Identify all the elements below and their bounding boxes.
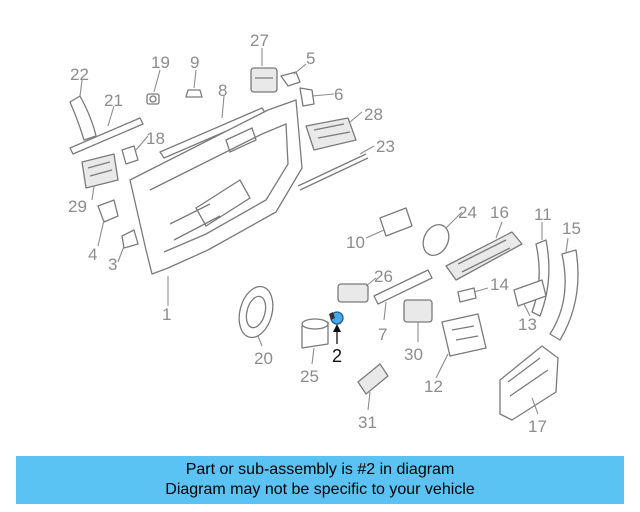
label-part-14[interactable]: 14 bbox=[490, 275, 509, 294]
part-24-shape bbox=[422, 223, 450, 257]
label-part-4[interactable]: 4 bbox=[88, 245, 97, 264]
label-part-5[interactable]: 5 bbox=[306, 49, 315, 68]
info-banner: Part or sub-assembly is #2 in diagram Di… bbox=[16, 456, 624, 504]
part-12-shape bbox=[441, 313, 487, 357]
label-part-25[interactable]: 25 bbox=[300, 367, 319, 386]
label-part-26[interactable]: 26 bbox=[374, 267, 393, 286]
part-25-shape bbox=[301, 318, 329, 349]
part-26-shape bbox=[337, 283, 369, 303]
part-29-shape bbox=[81, 153, 119, 189]
part-10-shape bbox=[379, 207, 413, 237]
parts-diagram: 22 21 19 9 27 5 8 6 28 18 23 29 4 3 1 24… bbox=[68, 31, 581, 436]
label-part-17[interactable]: 17 bbox=[528, 417, 547, 436]
label-part-15[interactable]: 15 bbox=[562, 219, 581, 238]
label-part-2-highlighted[interactable]: 2 bbox=[332, 346, 342, 366]
label-part-24[interactable]: 24 bbox=[458, 203, 477, 222]
label-part-9[interactable]: 9 bbox=[190, 53, 199, 72]
part-31-shape bbox=[357, 363, 389, 395]
label-part-31[interactable]: 31 bbox=[358, 413, 377, 432]
label-part-27[interactable]: 27 bbox=[250, 31, 269, 50]
label-part-21[interactable]: 21 bbox=[104, 91, 123, 110]
part-6-shape bbox=[299, 87, 315, 107]
label-part-30[interactable]: 30 bbox=[404, 345, 423, 364]
banner-line-disclaimer: Diagram may not be specific to your vehi… bbox=[165, 481, 475, 498]
label-part-6[interactable]: 6 bbox=[334, 85, 343, 104]
part-30-shape bbox=[403, 299, 433, 323]
label-part-23[interactable]: 23 bbox=[376, 137, 395, 156]
part-22-shape bbox=[69, 95, 97, 141]
label-part-10[interactable]: 10 bbox=[346, 233, 365, 252]
part-17-shape bbox=[499, 345, 559, 421]
part-11-shape bbox=[531, 239, 550, 317]
part-9-shape bbox=[185, 89, 203, 98]
part-labels: 22 21 19 9 27 5 8 6 28 18 23 29 4 3 1 24… bbox=[68, 31, 581, 436]
part-1-shape bbox=[129, 99, 303, 275]
part-13-shape bbox=[513, 279, 547, 307]
part-2-shape bbox=[329, 311, 344, 325]
label-part-19[interactable]: 19 bbox=[151, 53, 170, 72]
part-19-shape bbox=[146, 93, 160, 105]
part-28-shape bbox=[305, 117, 357, 151]
part-20-shape bbox=[238, 285, 274, 339]
part-3-shape bbox=[121, 229, 139, 249]
label-part-12[interactable]: 12 bbox=[424, 377, 443, 396]
part-21-shape bbox=[69, 117, 144, 155]
part-18-shape bbox=[121, 145, 139, 165]
part-27-shape bbox=[250, 67, 278, 93]
label-part-22[interactable]: 22 bbox=[70, 65, 89, 84]
label-part-1[interactable]: 1 bbox=[162, 305, 171, 324]
label-part-13[interactable]: 13 bbox=[518, 315, 537, 334]
part-5-shape bbox=[280, 71, 301, 87]
banner-line-part-info: Part or sub-assembly is #2 in diagram bbox=[185, 461, 455, 478]
part-16-shape bbox=[445, 231, 523, 281]
part-23-shape bbox=[297, 153, 369, 191]
part-4-shape bbox=[97, 199, 119, 223]
label-part-8[interactable]: 8 bbox=[218, 81, 227, 100]
label-part-7[interactable]: 7 bbox=[378, 325, 387, 344]
label-part-28[interactable]: 28 bbox=[364, 105, 383, 124]
label-part-18[interactable]: 18 bbox=[146, 129, 165, 148]
label-part-11[interactable]: 11 bbox=[534, 205, 552, 224]
label-part-16[interactable]: 16 bbox=[490, 203, 509, 222]
leader-lines bbox=[79, 48, 569, 415]
label-part-29[interactable]: 29 bbox=[68, 197, 87, 216]
label-part-3[interactable]: 3 bbox=[108, 255, 117, 274]
part-14-shape bbox=[457, 287, 477, 303]
part-15-shape bbox=[549, 249, 579, 341]
part-7-shape bbox=[373, 269, 433, 305]
label-part-20[interactable]: 20 bbox=[254, 349, 273, 368]
